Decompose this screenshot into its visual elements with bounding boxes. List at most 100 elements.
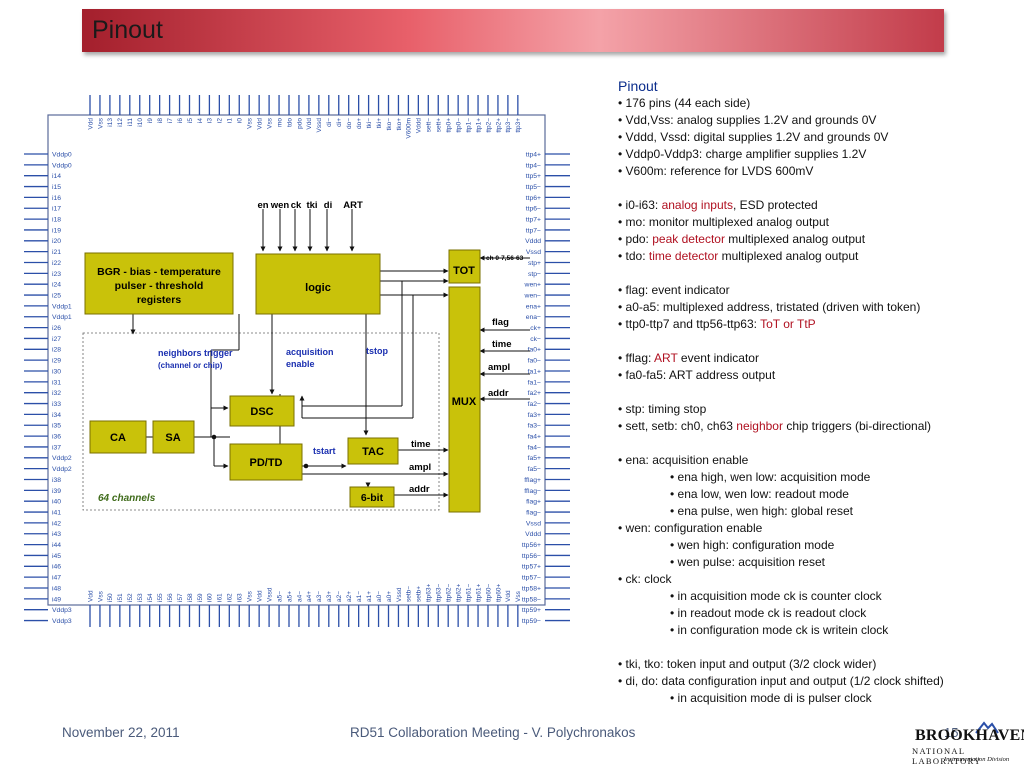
svg-text:CA: CA	[110, 432, 126, 444]
pin-label: pdo	[296, 118, 303, 129]
pin-label: fa3+	[528, 412, 541, 419]
pin-label: i32	[52, 390, 61, 397]
pin-label: fa4+	[528, 434, 541, 441]
pin-label: ttp6+	[526, 195, 541, 202]
pin-label: i30	[52, 368, 61, 375]
pin-label: i1	[227, 118, 234, 123]
pin-label: fa0−	[528, 358, 541, 365]
pin-label: Vddd	[525, 531, 541, 538]
pin-label: ttp5+	[526, 173, 541, 180]
pin-label: i59	[197, 593, 204, 602]
brookhaven-logo: BROOKHAVEN NATIONAL LABORATORY Instrumen…	[912, 721, 1024, 766]
pin-label: ttp63+	[426, 584, 433, 602]
pin-label: Vss	[247, 590, 254, 602]
pin-label: i36	[52, 434, 61, 441]
junction-dot	[211, 434, 217, 440]
pin-label: ttp58+	[522, 585, 541, 592]
pin-label: setb−	[406, 586, 413, 602]
block-6bit: 6-bit	[349, 486, 395, 508]
pin-label: i3	[207, 118, 214, 123]
note-subline: • in acquisition mode di is pulser clock	[670, 691, 872, 705]
note-line: • tdo: time detector multiplexed analog …	[618, 249, 859, 263]
pin-label: stp−	[528, 271, 541, 278]
note-line: • ena: acquisition enable	[618, 453, 749, 467]
pin-label: i21	[52, 249, 61, 256]
block-mux: MUX	[448, 286, 481, 513]
pin-label: ttp57−	[522, 575, 541, 582]
pin-label: di−	[326, 118, 333, 127]
pin-label: i54	[147, 593, 154, 602]
pin-label: ttp0+	[446, 118, 453, 133]
pin-label: a2+	[346, 591, 353, 602]
pin-label: a5−	[276, 591, 283, 602]
pin-label: Vss	[247, 117, 254, 129]
pin-label: i5	[187, 118, 194, 123]
logo-division: Instrumentation Division	[944, 756, 1010, 763]
pin-label: ttp62+	[455, 584, 462, 602]
pin-label: Vddp3	[52, 618, 72, 625]
input-di: di	[324, 200, 332, 211]
pin-label: a0+	[386, 591, 393, 602]
pin-label: ena−	[526, 314, 541, 321]
pin-label: i28	[52, 347, 61, 354]
pin-label: i4	[197, 118, 204, 123]
pin-label: i26	[52, 325, 61, 332]
footer-center: RD51 Collaboration Meeting - V. Polychro…	[350, 725, 636, 740]
pin-label: Vssd	[526, 249, 541, 256]
logic-inputs	[260, 209, 355, 252]
flag-label: flag	[492, 317, 509, 328]
pin-label: tdo	[286, 118, 293, 127]
note-subline: • in configuration mode ck is writein cl…	[670, 623, 889, 637]
pin-label: ttp3+	[515, 118, 522, 133]
pin-label: a3−	[316, 591, 323, 602]
input-art: ART	[343, 200, 363, 211]
svg-text:SA: SA	[165, 432, 180, 444]
pin-label: ttp7−	[526, 227, 541, 234]
block-dsc: DSC	[229, 395, 295, 427]
pin-label: fa2+	[528, 390, 541, 397]
bgr-line-3: registers	[137, 294, 182, 306]
pin-label: i17	[52, 206, 61, 213]
bgr-line-1: BGR - bias - temperature	[97, 266, 221, 278]
pin-label: flag−	[526, 509, 541, 516]
pin-label: i40	[52, 499, 61, 506]
pin-label: sett+	[436, 118, 443, 132]
pin-label: Vddp2	[52, 466, 72, 473]
pin-label: i48	[52, 585, 61, 592]
pin-label: ttp2−	[485, 118, 492, 133]
pin-label: a5+	[286, 591, 293, 602]
note-line: • 176 pins (44 each side)	[618, 96, 751, 110]
pin-label: i63	[237, 593, 244, 602]
pin-label: i52	[127, 593, 134, 602]
pin-label: setb+	[416, 586, 423, 602]
pin-label: i8	[157, 118, 164, 123]
pin-label: fflag+	[524, 477, 541, 484]
note-line: • flag: event indicator	[618, 283, 730, 297]
notes-title: Pinout	[618, 78, 658, 94]
pin-label: ttp59−	[522, 618, 541, 625]
pin-label: ttp1−	[465, 118, 472, 133]
neighbors-label: neighbors trigger	[158, 348, 233, 358]
note-line: • fflag: ART event indicator	[618, 351, 759, 365]
pin-label: i31	[52, 379, 61, 386]
svg-text:TAC: TAC	[362, 446, 384, 458]
tac-ampl-label: ampl	[409, 462, 431, 473]
title-bar: Pinout	[82, 9, 944, 52]
pin-label: Vss	[97, 590, 104, 602]
junction-dot	[303, 463, 309, 469]
pin-label: ttp2+	[495, 118, 502, 133]
channels-label: 64 channels	[98, 493, 156, 504]
pin-label: fa4−	[528, 444, 541, 451]
pin-label: ena+	[526, 303, 541, 310]
pin-label: i18	[52, 217, 61, 224]
pin-label: fa5+	[528, 455, 541, 462]
pin-label: ttp1+	[475, 118, 482, 133]
pin-label: ttp61+	[475, 584, 482, 602]
input-wen: wen	[270, 200, 290, 211]
logo-sub: NATIONAL LABORATORY	[912, 746, 982, 766]
pin-label: Vssd	[266, 587, 273, 602]
pin-label: i39	[52, 488, 61, 495]
pin-label: i60	[207, 593, 214, 602]
pin-label: i62	[227, 593, 234, 602]
pin-label: fa0+	[528, 347, 541, 354]
